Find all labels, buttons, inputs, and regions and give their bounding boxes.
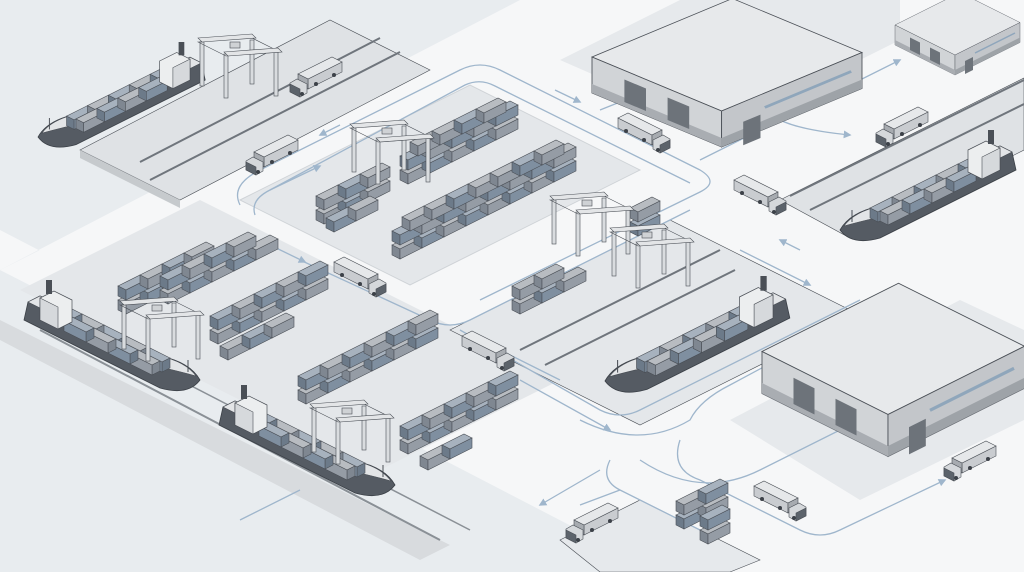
- berth-east: [779, 77, 1024, 239]
- quay-northwest: [79, 19, 431, 201]
